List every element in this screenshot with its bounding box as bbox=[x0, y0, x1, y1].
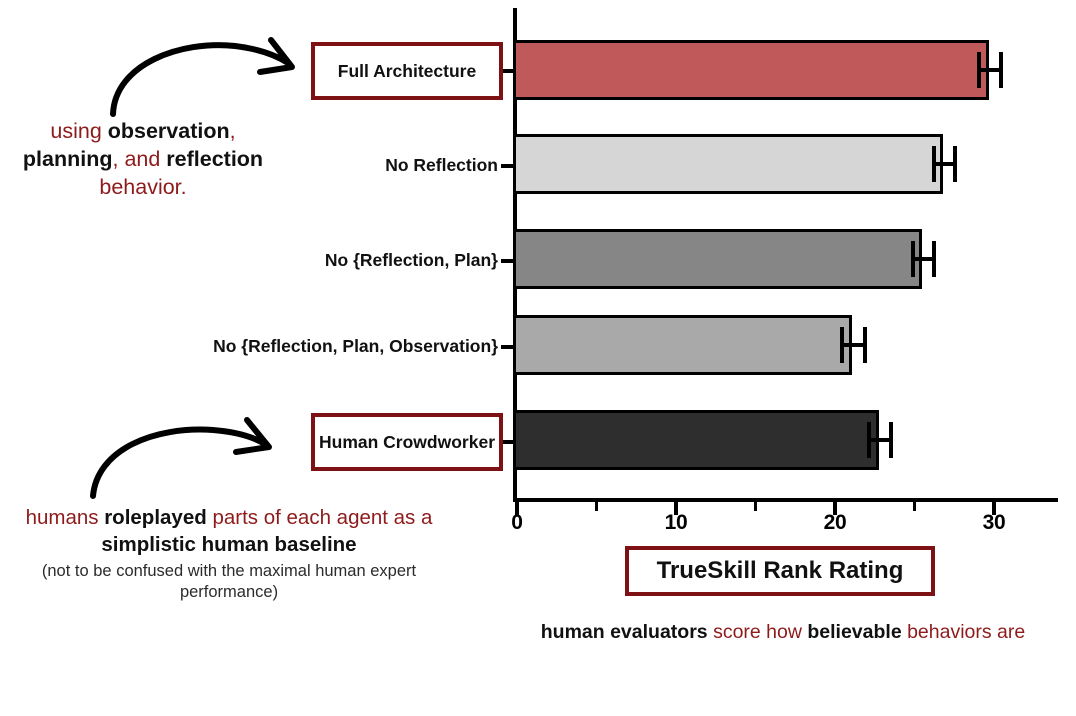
anno-bottom-note: (not to be confused with the maximal hum… bbox=[41, 562, 417, 601]
bar-no-reflection-plan bbox=[513, 229, 922, 289]
errorbar-cap-right-no-reflection-plan bbox=[932, 241, 936, 277]
x-tick-label-30: 30 bbox=[982, 511, 1006, 534]
x-tick-label-0: 0 bbox=[511, 511, 523, 534]
y-tick-4 bbox=[501, 440, 514, 444]
bar-no-reflection bbox=[513, 134, 943, 194]
errorbar-line-no-reflection bbox=[933, 162, 955, 166]
x-tick-15 bbox=[754, 502, 757, 511]
anno-top-part-6: behavior. bbox=[99, 174, 187, 199]
x-axis-subtitle: human evaluators score how believable be… bbox=[538, 620, 1028, 646]
x-tick-0 bbox=[515, 502, 519, 515]
errorbar-line-full-architecture bbox=[978, 68, 1001, 72]
y-label-no-reflection-plan: No {Reflection, Plan} bbox=[324, 250, 498, 270]
anno-top-part-0: using bbox=[50, 119, 108, 143]
errorbar-cap-left-no-reflection bbox=[932, 146, 936, 182]
annotation-top: using observation, planning, and reflect… bbox=[8, 118, 278, 202]
errorbar-line-no-reflection-plan bbox=[912, 257, 934, 261]
x-tick-10 bbox=[674, 502, 678, 515]
curved-arrow-icon-bottom bbox=[90, 417, 272, 499]
errorbar-line-no-reflection-plan-observation bbox=[841, 343, 865, 347]
errorbar-cap-right-no-reflection bbox=[953, 146, 957, 182]
bar-human-crowdworker bbox=[513, 410, 879, 470]
errorbar-cap-left-no-reflection-plan bbox=[911, 241, 915, 277]
errorbar-cap-right-no-reflection-plan-observation bbox=[863, 327, 867, 363]
x-axis-title: TrueSkill Rank Rating bbox=[656, 557, 904, 584]
errorbar-cap-right-full-architecture bbox=[999, 52, 1003, 88]
bar-full-architecture bbox=[513, 40, 989, 100]
anno-bottom-part-2: parts of each agent as a bbox=[212, 506, 433, 529]
x-axis-line bbox=[513, 498, 1058, 502]
y-tick-1 bbox=[501, 164, 514, 168]
x-tick-25 bbox=[913, 502, 916, 511]
anno-top-part-1: observation bbox=[107, 119, 230, 143]
errorbar-cap-left-no-reflection-plan-observation bbox=[840, 327, 844, 363]
bar-no-reflection-plan-observation bbox=[513, 315, 852, 375]
xsub-part-3: behaviors are bbox=[907, 621, 1026, 643]
y-tick-2 bbox=[501, 259, 514, 263]
errorbar-line-human-crowdworker bbox=[868, 438, 891, 442]
x-tick-30 bbox=[992, 502, 996, 515]
y-label-full-architecture: Full Architecture bbox=[337, 60, 477, 81]
anno-bottom-part-0: humans bbox=[25, 506, 105, 529]
y-label-box-full-architecture: Full Architecture bbox=[311, 42, 503, 100]
anno-top-part-2: , bbox=[229, 119, 236, 143]
errorbar-cap-left-human-crowdworker bbox=[867, 422, 871, 458]
x-tick-label-20: 20 bbox=[823, 511, 847, 534]
xsub-part-1: score how bbox=[713, 621, 808, 643]
x-axis-title-box: TrueSkill Rank Rating bbox=[625, 546, 935, 596]
y-tick-0 bbox=[501, 69, 514, 73]
xsub-part-0: human evaluators bbox=[540, 621, 714, 643]
anno-top-part-5: reflection bbox=[166, 146, 264, 171]
y-label-box-human-crowdworker: Human Crowdworker bbox=[311, 413, 503, 471]
xsub-part-2: believable bbox=[807, 621, 908, 643]
y-label-no-reflection-plan-observation: No {Reflection, Plan, Observation} bbox=[213, 336, 498, 356]
anno-top-part-3: planning bbox=[22, 146, 113, 171]
y-label-no-reflection: No Reflection bbox=[385, 155, 498, 175]
annotation-bottom: humans roleplayed parts of each agent as… bbox=[4, 505, 454, 603]
x-tick-5 bbox=[595, 502, 598, 511]
anno-bottom-part-1: roleplayed bbox=[104, 506, 213, 529]
x-tick-label-10: 10 bbox=[664, 511, 688, 534]
errorbar-cap-left-full-architecture bbox=[977, 52, 981, 88]
x-tick-20 bbox=[833, 502, 837, 515]
y-tick-3 bbox=[501, 345, 514, 349]
anno-top-part-4: , and bbox=[112, 146, 167, 171]
y-label-human-crowdworker: Human Crowdworker bbox=[319, 431, 495, 452]
curved-arrow-icon-top bbox=[110, 37, 295, 117]
anno-bottom-part-3: simplistic human baseline bbox=[101, 532, 357, 556]
errorbar-cap-right-human-crowdworker bbox=[889, 422, 893, 458]
